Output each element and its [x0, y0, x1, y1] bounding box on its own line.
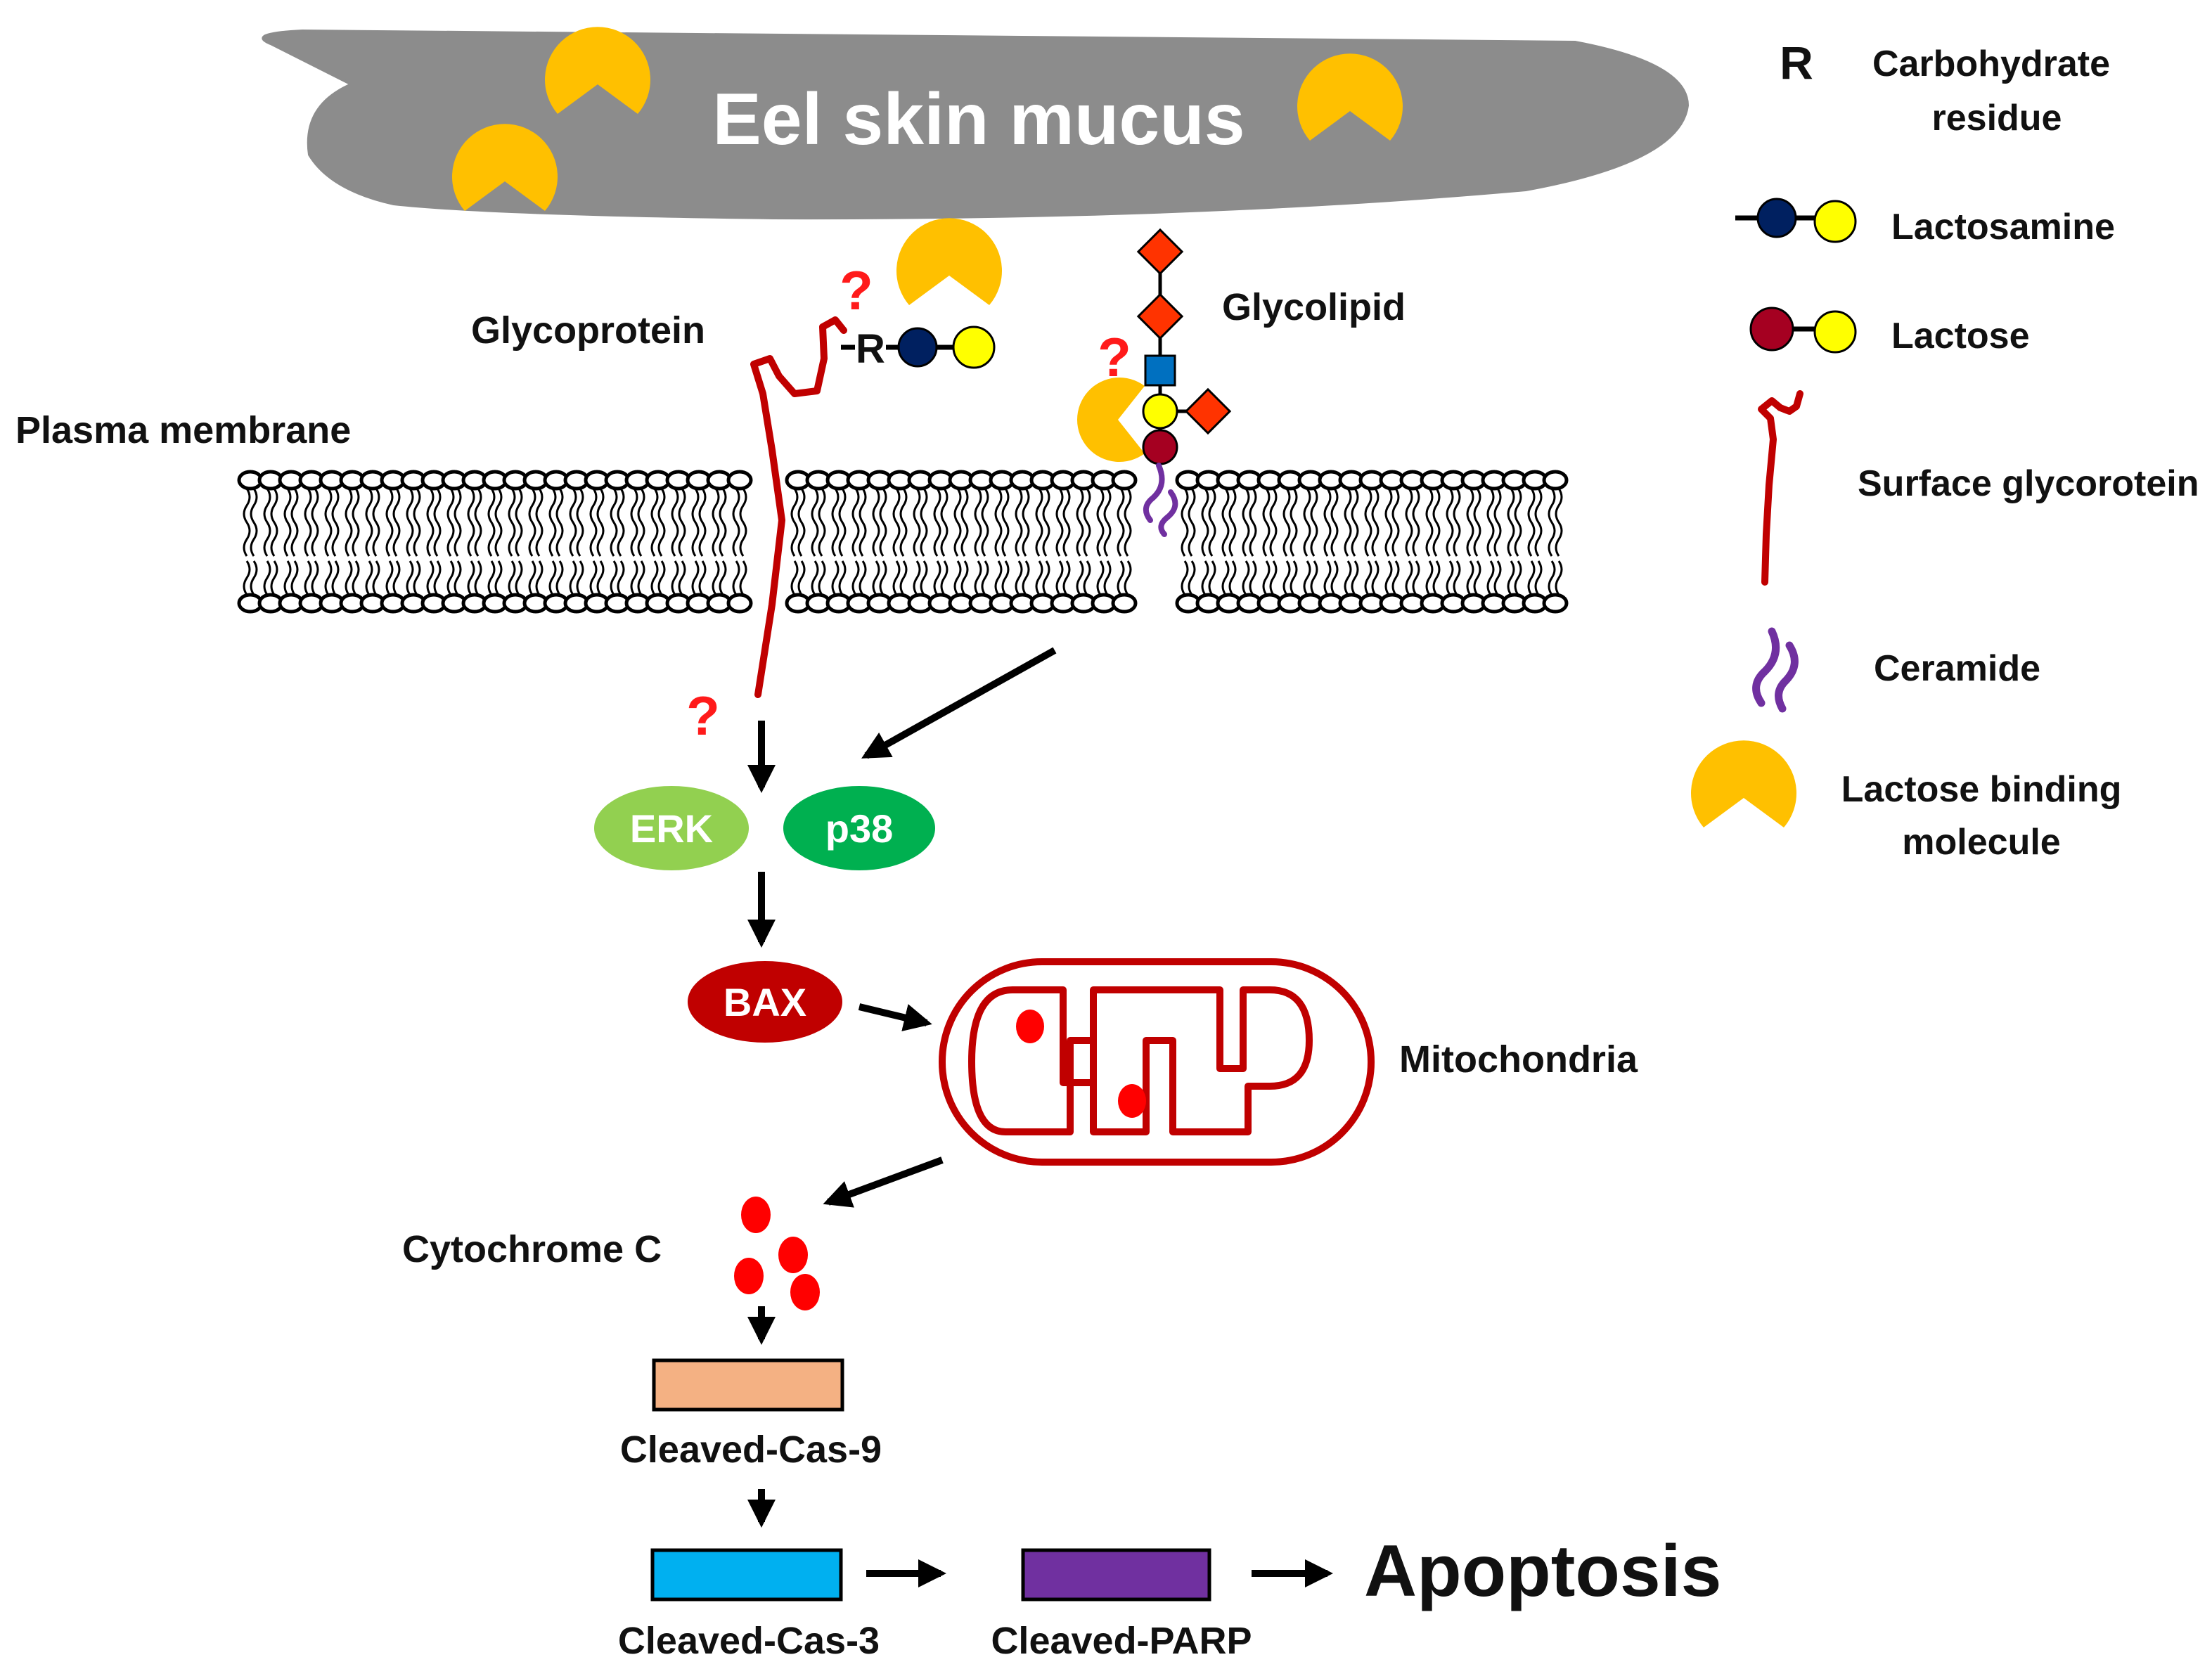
ceramide-anchor	[1143, 463, 1178, 537]
apoptosis-label: Apoptosis	[1364, 1531, 1721, 1612]
cas9-label: Cleaved-Cas-9	[620, 1429, 882, 1471]
ceramide-icon	[1752, 627, 1799, 713]
cytochrome-c-dot	[1118, 1084, 1146, 1118]
galactose-icon	[1813, 200, 1857, 243]
fucose-icon	[1136, 292, 1184, 340]
legend-carbohydrate-symbol: R	[1780, 37, 1813, 89]
cleaved-cas-3: Cleaved-Cas-3	[618, 1548, 880, 1662]
surface-glycoprotein-chain	[750, 316, 847, 698]
erk-label: ERK	[630, 806, 713, 851]
mucus-label: Eel skin mucus	[712, 79, 1245, 160]
p38-label: p38	[825, 806, 894, 851]
cas3-label: Cleaved-Cas-3	[618, 1620, 880, 1662]
binding-molecule-icon	[1297, 53, 1403, 141]
galactose-icon	[1142, 393, 1178, 430]
binding-molecule-icon	[896, 218, 1002, 305]
binding-molecule-icon	[452, 124, 558, 211]
galactose-icon	[952, 326, 996, 369]
lipid-head	[1111, 470, 1138, 491]
lactose-binding-molecules	[452, 27, 1403, 462]
cleaved-parp: Cleaved-PARP	[991, 1548, 1252, 1662]
bax-label: BAX	[724, 980, 806, 1024]
parp-label: Cleaved-PARP	[991, 1620, 1252, 1662]
glycolipid: Glycolipid ?	[1098, 228, 1406, 537]
fucose-icon	[1184, 387, 1232, 435]
mitochondria-label: Mitochondria	[1399, 1038, 1638, 1081]
cytochrome-c-dot	[778, 1237, 808, 1273]
question-mark: ?	[1098, 326, 1131, 388]
lipid-head	[1111, 593, 1138, 614]
lipid-head	[726, 593, 753, 614]
glycoprotein-label: Glycoprotein	[471, 309, 705, 352]
kinase-erk: ERK	[594, 786, 749, 870]
legend-surface-glycoprotein-label: Surface glycorotein	[1858, 463, 2199, 504]
glucose-icon	[1142, 429, 1178, 465]
binding-molecule-icon	[1077, 378, 1145, 462]
surface-glycoprotein-icon	[1758, 390, 1803, 586]
plasma-membrane	[237, 470, 1569, 614]
glycolipid-label: Glycolipid	[1222, 286, 1406, 328]
galactose-icon	[1813, 310, 1857, 354]
question-mark: ?	[840, 259, 873, 321]
legend-ceramide-label: Ceramide	[1874, 648, 2040, 689]
legend-binding-line1: Lactose binding	[1841, 769, 2122, 810]
lipid-head	[1542, 593, 1569, 614]
glcnac-icon	[897, 327, 938, 368]
glucose-icon	[1749, 307, 1794, 352]
pathway-arrows	[747, 647, 1333, 1587]
hexnac-icon	[1144, 354, 1176, 387]
legend-carbohydrate-line2: residue	[1932, 98, 2062, 138]
lactose-binding-molecule-icon	[1691, 740, 1796, 827]
legend-binding-line2: molecule	[1902, 822, 2060, 863]
cytochrome-c-dot	[1016, 1010, 1044, 1043]
lipid-head	[726, 470, 753, 491]
bax: BAX	[688, 961, 842, 1043]
membrane-label: Plasma membrane	[15, 409, 351, 451]
lipid-head	[1542, 470, 1569, 491]
carbohydrate-residue-symbol: R	[856, 326, 885, 372]
cytochrome-c-dot	[790, 1274, 820, 1310]
glcnac-icon	[1756, 198, 1797, 238]
cytochrome-c-label: Cytochrome C	[402, 1228, 662, 1270]
cytochrome-c-dot	[741, 1197, 771, 1233]
legend-carbohydrate-line1: Carbohydrate	[1872, 44, 2110, 84]
legend-lactosamine-label: Lactosamine	[1891, 207, 2115, 247]
mitochondria: Mitochondria	[939, 958, 1638, 1166]
cleaved-cas-9: Cleaved-Cas-9	[620, 1358, 882, 1471]
binding-molecule-icon	[545, 27, 650, 114]
cytochrome-c: Cytochrome C	[402, 1197, 820, 1310]
mitochondria-cristae	[968, 986, 1313, 1135]
legend: R Carbohydrate residue Lactosamine Lacto…	[1691, 37, 2199, 863]
fucose-icon	[1136, 228, 1184, 276]
cytochrome-c-dot	[734, 1258, 764, 1294]
legend-lactose-label: Lactose	[1891, 316, 2030, 356]
kinase-p38: p38	[783, 786, 935, 870]
glycoprotein: Glycoprotein ? R	[471, 259, 996, 698]
question-mark: ?	[686, 685, 720, 747]
